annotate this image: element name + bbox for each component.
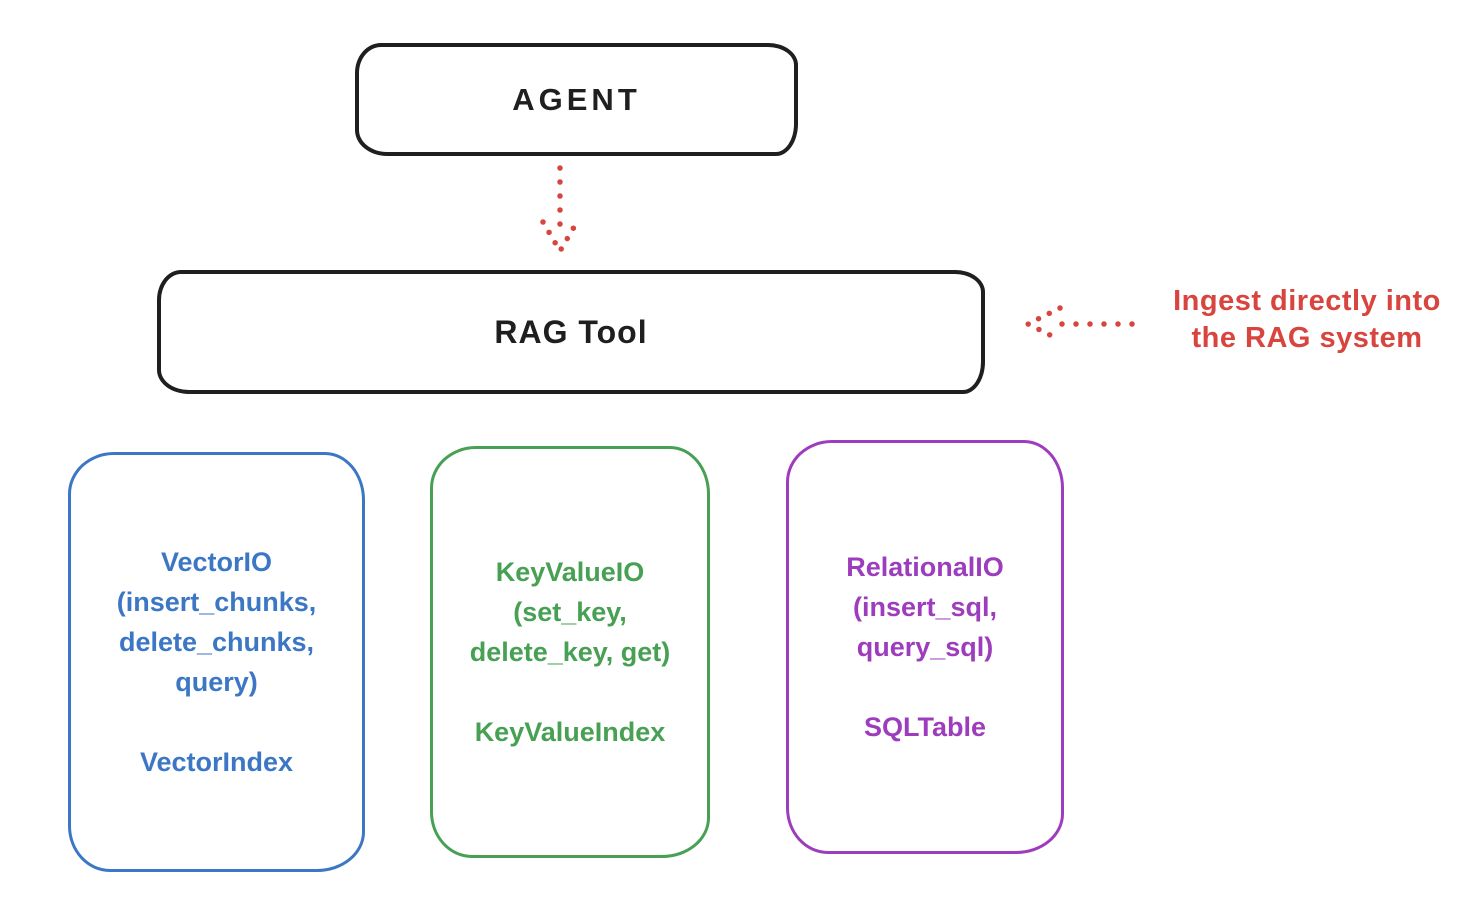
vector-io-box: VectorIO (insert_chunks, delete_chunks, … [68,452,365,872]
relational-io-box: RelationalIO (insert_sql, query_sql) SQL… [786,440,1064,854]
agent-to-rag-arrow-icon [540,165,580,254]
relational-io-operations: RelationalIO (insert_sql, query_sql) [846,552,1004,662]
vector-index-label: VectorIndex [139,747,294,777]
agent-box: AGENT [355,43,798,156]
vector-io-operations: VectorIO (insert_chunks, delete_chunks, … [116,547,317,697]
ingest-annotation: Ingest directly into the RAG system [1140,283,1474,357]
rag-tool-label: RAG Tool [494,313,648,350]
sql-table-label: SQLTable [863,712,986,742]
rag-tool-box: RAG Tool [157,270,985,394]
ingest-annotation-line2: the RAG system [1191,322,1423,354]
keyvalue-io-box: KeyValueIO (set_key, delete_key, get) Ke… [430,446,710,858]
keyvalue-io-operations: KeyValueIO (set_key, delete_key, get) [469,557,671,667]
ingest-arrow-icon [1025,305,1135,343]
arrow-head-down-icon [540,219,580,254]
agent-label: AGENT [512,81,641,117]
keyvalue-index-label: KeyValueIndex [474,717,666,747]
ingest-annotation-line1: Ingest directly into [1173,285,1441,317]
arrow-head-left-icon [1025,305,1063,343]
